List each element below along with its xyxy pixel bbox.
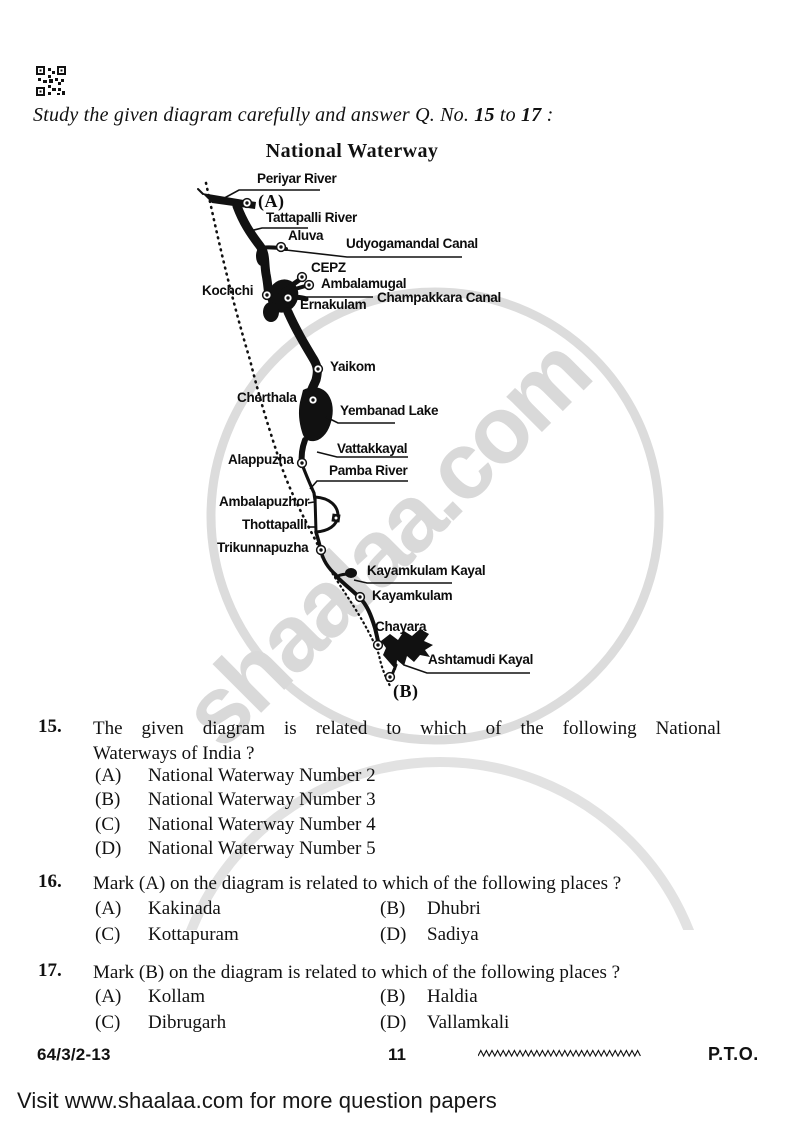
question-16-options-row2: (C) Kottapuram (D) Sadiya <box>95 922 479 947</box>
question-17-number: 17. <box>38 960 62 981</box>
option-text: Kottapuram <box>148 924 239 945</box>
map-label-cepz: CEPZ <box>311 260 346 275</box>
map-label-kayamkulam-kayal: Kayamkulam Kayal <box>367 563 486 578</box>
question-17-text: Mark (B) on the diagram is related to wh… <box>93 962 621 983</box>
map-label-alappuzha: Alappuzha <box>228 452 294 467</box>
question-16-options-row1: (A) Kakinada (B) Dhubri <box>95 896 481 921</box>
zigzag-divider <box>478 1049 641 1058</box>
map-label-vattakkayal: Vattakkayal <box>337 441 408 456</box>
map-label-cherthala: Cherthala <box>237 390 297 405</box>
map-label-periyar-river: Periyar River <box>257 171 337 186</box>
option-letter: (D) <box>380 924 407 945</box>
instruction-middle: to <box>494 104 522 126</box>
question-15-text-line1: The given diagram is related to which of… <box>93 718 721 739</box>
map-label-thottapalli: Thottapalli <box>242 517 307 532</box>
option-letter: (A) <box>95 765 122 786</box>
question-15-option-d: (D) National Waterway Number 5 <box>95 836 376 861</box>
option-text: Vallamkali <box>427 1012 510 1033</box>
option-text: National Waterway Number 3 <box>148 789 376 810</box>
option-letter: (D) <box>380 1012 407 1033</box>
option-text: Kollam <box>148 986 205 1007</box>
place-marker-aluva <box>275 241 287 253</box>
option-text: National Waterway Number 5 <box>148 838 376 859</box>
question-15-number: 15. <box>38 716 62 737</box>
map-label-ashtamudi-kayal: Ashtamudi Kayal <box>428 652 534 667</box>
option-letter: (C) <box>95 1012 121 1033</box>
diagram-title: National Waterway <box>265 140 439 162</box>
map-label-champakkara-canal: Champakkara Canal <box>377 290 501 305</box>
map-label-yaikom: Yaikom <box>330 359 376 374</box>
question-17-options-row2: (C) Dibrugarh (D) Vallamkali <box>95 1010 509 1035</box>
map-label-trikunnapuzha: Trikunnapuzha <box>217 540 309 555</box>
label-leader-lines <box>216 189 530 674</box>
instruction-line: Study the given diagram carefully and an… <box>33 104 554 127</box>
place-marker-alappuzha <box>296 457 308 469</box>
map-label-pamba-river: Pamba River <box>329 463 408 478</box>
visit-line: Visit www.shaalaa.com for more question … <box>17 1088 497 1113</box>
place-marker-kochchi <box>261 289 273 301</box>
option-letter: (D) <box>95 838 122 859</box>
place-marker-yaikom <box>312 363 324 375</box>
question-17-options-row1: (A) Kollam (B) Haldia <box>95 984 478 1009</box>
option-text: Dhubri <box>427 898 481 919</box>
option-letter: (C) <box>95 814 121 835</box>
place-marker-ernakulam <box>282 292 294 304</box>
question-15-text-line2: Waterways of India ? <box>93 743 255 764</box>
pto-label: P.T.O. <box>708 1044 759 1064</box>
map-label-mark-a: (A) <box>258 191 285 211</box>
option-letter: (B) <box>380 898 406 919</box>
map-label-ernakulam: Ernakulam <box>300 297 367 312</box>
place-marker-periyar <box>241 197 253 209</box>
option-letter: (C) <box>95 924 121 945</box>
page-number: 11 <box>388 1045 406 1064</box>
watermark-circle <box>206 287 664 745</box>
question-16-text: Mark (A) on the diagram is related to wh… <box>93 873 622 894</box>
waterway-shape <box>197 188 433 681</box>
place-marker-trikunnapuzha <box>315 544 327 556</box>
map-label-yembanad-lake: Yembanad Lake <box>340 403 439 418</box>
instruction-suffix: : <box>541 104 554 126</box>
question-range-start: 15 <box>474 104 495 126</box>
coastline-dotted <box>204 181 392 688</box>
question-16-number: 16. <box>38 871 62 892</box>
place-marker-chayara <box>372 639 384 651</box>
place-marker-ambalamugal <box>303 279 315 291</box>
option-text: National Waterway Number 4 <box>148 814 376 835</box>
qr-code-icon <box>36 66 66 96</box>
option-text: Dibrugarh <box>148 1012 227 1033</box>
question-15-option-a: (A) National Waterway Number 2 <box>95 763 376 788</box>
option-letter: (B) <box>380 986 406 1007</box>
map-label-kayamkulam: Kayamkulam <box>372 588 453 603</box>
option-letter: (A) <box>95 898 122 919</box>
place-markers <box>241 197 396 683</box>
instruction-prefix: Study the given diagram carefully and an… <box>33 104 475 126</box>
watermark-arc <box>186 757 694 930</box>
map-label-udyogamandal-canal: Udyogamandal Canal <box>346 236 478 251</box>
place-marker-kayamkulam <box>354 591 366 603</box>
question-range-end: 17 <box>521 104 542 126</box>
option-text: National Waterway Number 2 <box>148 765 376 786</box>
option-letter: (B) <box>95 789 121 810</box>
option-text: Sadiya <box>427 924 479 945</box>
map-label-ambalamugal: Ambalamugal <box>321 276 407 291</box>
map-label-tattapalli-river: Tattapalli River <box>266 210 357 225</box>
map-label-ambalapuzhor: Ambalapuzhor <box>219 494 310 509</box>
question-15-option-b: (B) National Waterway Number 3 <box>95 787 376 812</box>
map-label-chayara: Chayara <box>375 619 427 634</box>
map-label-aluva: Aluva <box>288 228 324 243</box>
map-label-kochchi: Kochchi <box>202 283 254 298</box>
option-text: Haldia <box>427 986 478 1007</box>
option-text: Kakinada <box>148 898 221 919</box>
question-15-option-c: (C) National Waterway Number 4 <box>95 812 376 837</box>
place-marker-mark-b <box>384 671 396 683</box>
paper-code: 64/3/2-13 <box>37 1045 111 1064</box>
place-marker-cherthala <box>307 394 319 406</box>
option-letter: (A) <box>95 986 122 1007</box>
place-marker-cepz <box>296 271 308 283</box>
map-label-mark-b: (B) <box>393 681 419 701</box>
